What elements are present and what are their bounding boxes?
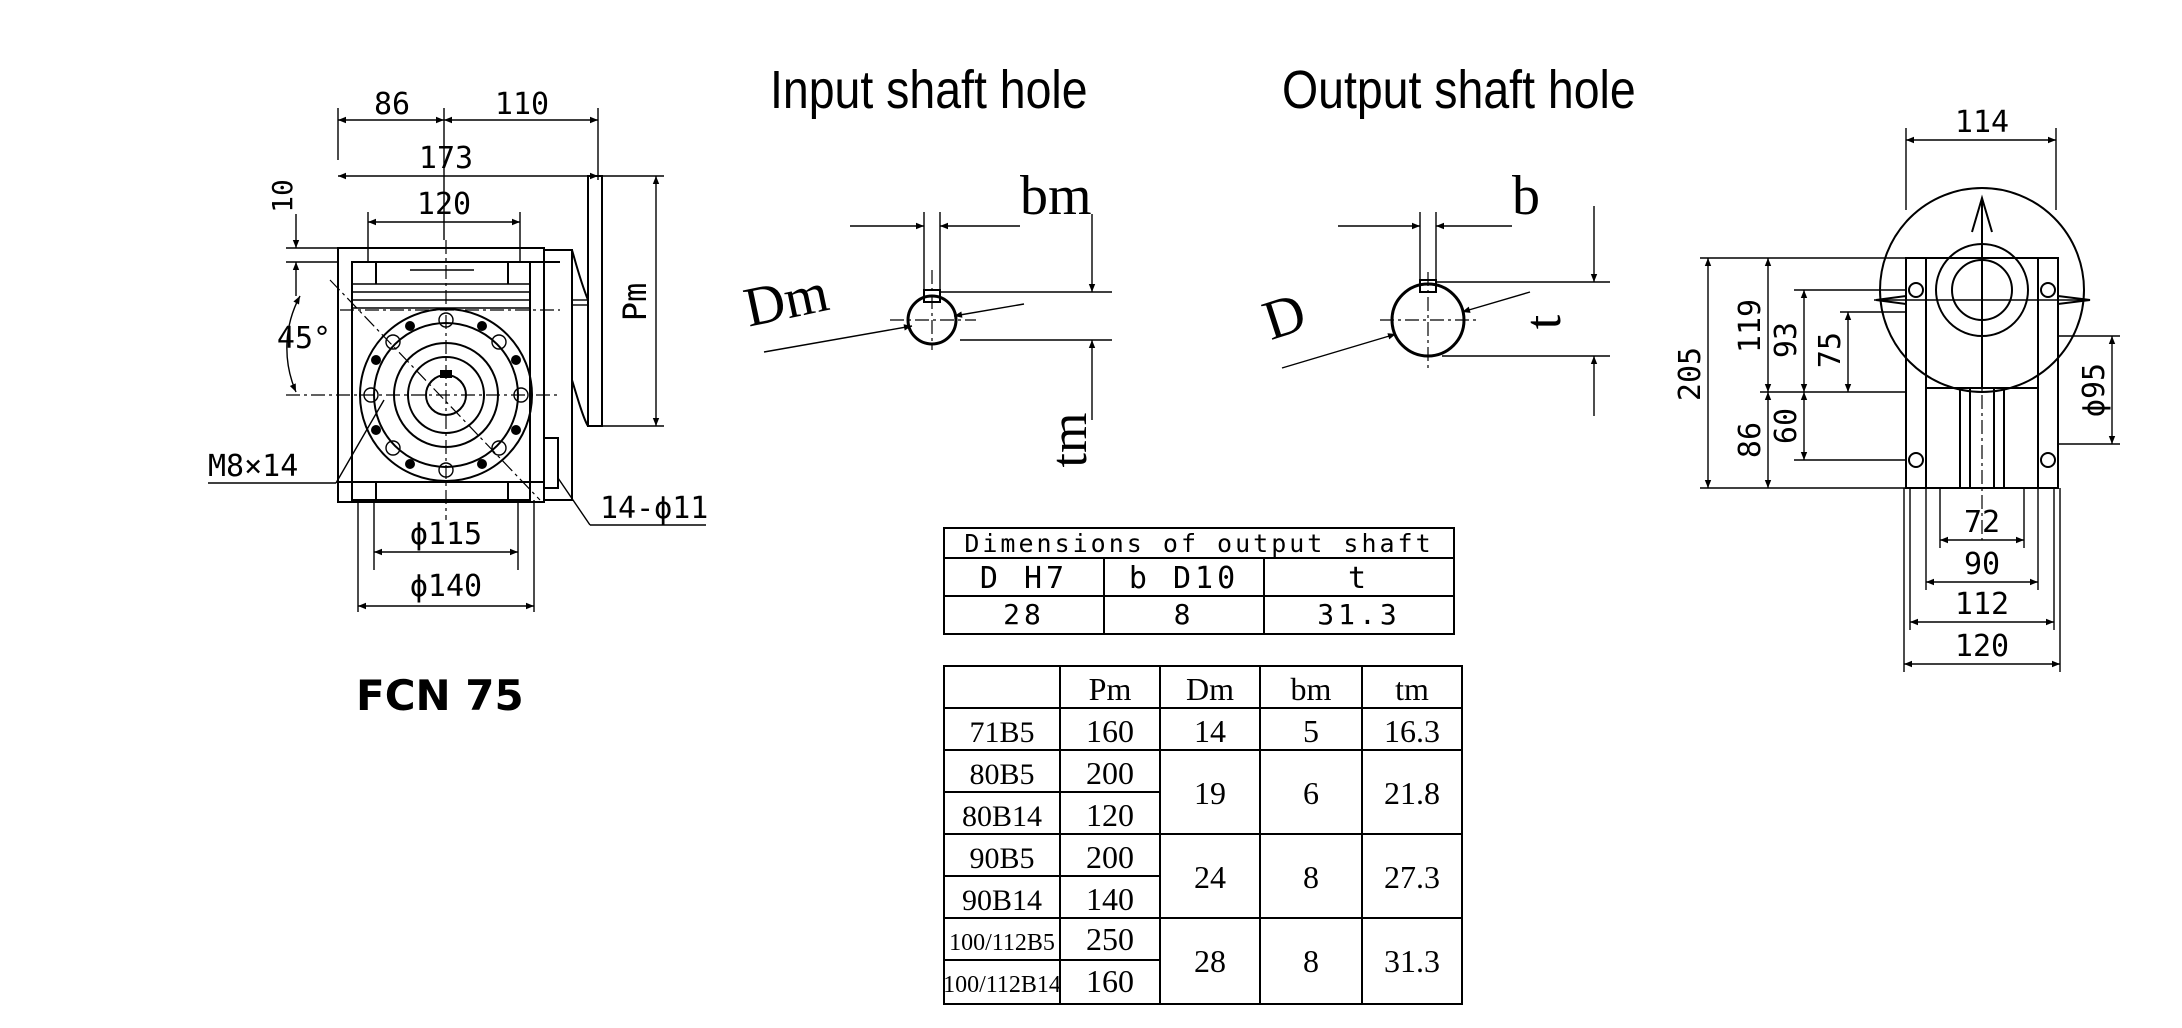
flange-name: 80B5 [969, 758, 1034, 791]
dim-205: 205 [1673, 347, 1708, 401]
dim-phi115: ϕ115 [410, 517, 482, 552]
flange-pm: 200 [1086, 755, 1134, 791]
dim-86-side: 86 [1733, 422, 1768, 458]
input-shaft-hole-detail: bm tm Dm [739, 165, 1112, 467]
output-shaft-table: Dimensions of output shaft D H7 b D10 t … [943, 527, 1455, 635]
group-bm: 8 [1303, 859, 1319, 895]
flange-pm: 160 [1086, 713, 1134, 749]
dim-72: 72 [1964, 505, 2000, 540]
flange-pm: 250 [1086, 921, 1134, 957]
dim-75: 75 [1813, 332, 1848, 368]
group-tm: 31.3 [1384, 943, 1440, 979]
output-table-header: D H7 [980, 561, 1068, 596]
input-tm-label: tm [1041, 413, 1098, 468]
group-tm: 27.3 [1384, 859, 1440, 895]
input-table-header: tm [1395, 671, 1429, 707]
flange-pm: 200 [1086, 839, 1134, 875]
group-bm: 5 [1303, 713, 1319, 749]
flange-name: 100/112B5 [949, 930, 1055, 956]
input-table-header: bm [1291, 671, 1332, 707]
flange-name: 90B5 [969, 842, 1034, 875]
input-shaft-hole-title: Input shaft hole [770, 59, 1088, 120]
flange-pm: 160 [1086, 963, 1134, 999]
dim-93: 93 [1769, 322, 1804, 358]
input-bm-label: bm [1020, 165, 1092, 227]
flange-pm: 120 [1086, 797, 1134, 833]
side-view: 114 205 119 86 93 [1673, 105, 2120, 672]
input-flange-table: Pm Dm bm tm 71B5 80B5 80B14 90B5 90B14 1… [943, 665, 1463, 1005]
output-t-label: t [1515, 314, 1572, 329]
group-dm: 19 [1194, 775, 1226, 811]
group-dm: 14 [1194, 713, 1226, 749]
dim-119: 119 [1733, 299, 1768, 353]
dim-112: 112 [1955, 587, 2009, 622]
output-shaft-hole-detail: b t D [1256, 165, 1610, 416]
output-table-cell: 8 [1174, 598, 1195, 631]
output-table-cell: 28 [1003, 598, 1045, 631]
output-table-cell: 31.3 [1317, 598, 1400, 631]
dim-14-phi11: 14-ϕ11 [600, 491, 708, 526]
dim-173: 173 [419, 141, 473, 176]
flange-name: 80B14 [962, 800, 1042, 833]
group-bm: 8 [1303, 943, 1319, 979]
output-d-label: D [1256, 281, 1314, 352]
flange-name: 100/112B14 [943, 972, 1061, 998]
input-table-header: Dm [1186, 671, 1234, 707]
dim-phi140: ϕ140 [410, 569, 482, 604]
group-bm: 6 [1303, 775, 1319, 811]
dim-10: 10 [266, 179, 299, 213]
dim-110: 110 [495, 87, 549, 122]
group-dm: 28 [1194, 943, 1226, 979]
dim-60: 60 [1769, 408, 1804, 444]
front-view: 86 110 173 120 10 Pm [208, 87, 708, 612]
group-tm: 16.3 [1384, 713, 1440, 749]
dim-90: 90 [1964, 547, 2000, 582]
input-table-header: Pm [1089, 671, 1132, 707]
dim-120-side: 120 [1955, 629, 2009, 664]
flange-pm: 140 [1086, 881, 1134, 917]
dim-m8x14: M8×14 [208, 449, 298, 484]
dim-45-deg: 45° [277, 321, 331, 356]
output-b-label: b [1512, 165, 1540, 227]
model-label: FCN 75 [356, 671, 524, 720]
dim-114: 114 [1955, 105, 2009, 140]
dim-pm: Pm [616, 283, 654, 322]
group-dm: 24 [1194, 859, 1226, 895]
output-table-header: b D10 [1129, 561, 1239, 596]
flange-name: 71B5 [969, 716, 1034, 749]
dim-phi95: ϕ95 [2077, 363, 2112, 417]
flange-name: 90B14 [962, 884, 1042, 917]
output-table-title: Dimensions of output shaft [964, 529, 1433, 558]
group-tm: 21.8 [1384, 775, 1440, 811]
input-dm-label: Dm [739, 261, 834, 339]
output-table-header: t [1348, 561, 1370, 596]
dim-120: 120 [417, 187, 471, 222]
output-shaft-hole-title: Output shaft hole [1282, 59, 1636, 120]
dim-86: 86 [374, 87, 410, 122]
